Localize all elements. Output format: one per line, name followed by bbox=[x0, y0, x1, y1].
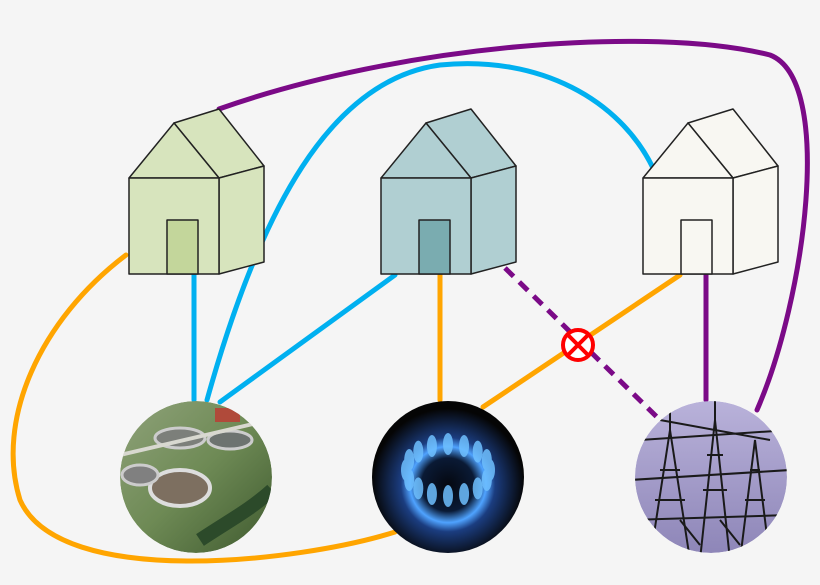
gas-flame bbox=[443, 485, 453, 507]
water-plant-photo-icon bbox=[120, 401, 272, 553]
gas-flame bbox=[459, 483, 470, 506]
gas-flame bbox=[459, 434, 470, 457]
gas-flame bbox=[443, 433, 453, 455]
crossed-circle-icon bbox=[561, 328, 595, 362]
gas-flame-photo-icon bbox=[372, 401, 524, 553]
house-door bbox=[166, 219, 199, 275]
power-substation-photo-icon bbox=[635, 401, 787, 553]
gas-flame bbox=[413, 477, 424, 500]
gas-flame bbox=[472, 440, 483, 463]
gas-flame bbox=[426, 434, 437, 457]
house-left bbox=[128, 108, 265, 275]
house-side-wall bbox=[732, 165, 779, 275]
gas-flame bbox=[472, 477, 483, 500]
gas-line-left-house bbox=[10, 252, 398, 564]
gas-flame bbox=[413, 440, 424, 463]
house-side-wall bbox=[218, 165, 265, 275]
house-door bbox=[418, 219, 451, 275]
house-right bbox=[642, 108, 779, 275]
electric-line-left-house bbox=[216, 38, 810, 413]
gas-flame bbox=[481, 468, 492, 491]
gas-flame-ring bbox=[401, 433, 495, 507]
gas-flame bbox=[481, 449, 492, 472]
house-side-wall bbox=[470, 165, 517, 275]
water-line-middle-house bbox=[217, 272, 398, 405]
house-door bbox=[680, 219, 713, 275]
gas-flame bbox=[426, 483, 437, 506]
house-middle bbox=[380, 108, 517, 275]
gas-flame bbox=[404, 449, 415, 472]
